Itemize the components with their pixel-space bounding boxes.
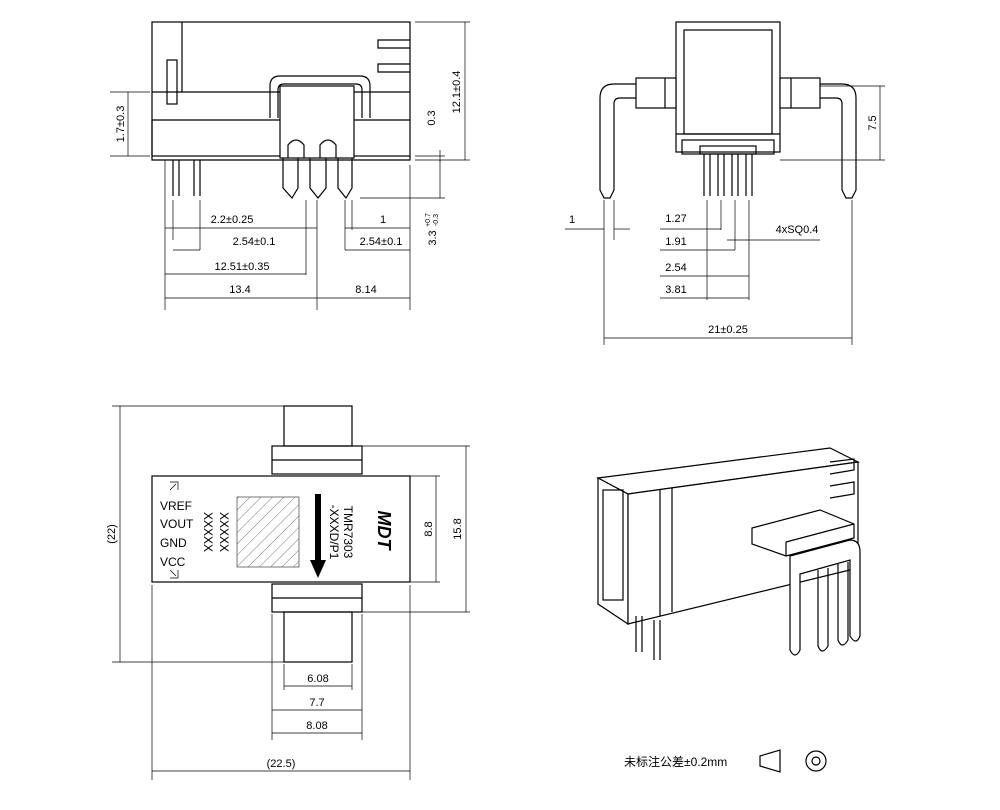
top-view: VREF VOUT GND VCC XXXXX XXXXX MDT TMR730… — [106, 405, 470, 780]
top-dim-d6: 8.08 — [306, 720, 327, 732]
projection-symbol-outer-circle — [805, 750, 827, 772]
front-dim-d7: 3.81 — [665, 284, 686, 296]
front-dim-d5: 1.91 — [665, 236, 686, 248]
side-dim-d6: 1 — [380, 214, 386, 226]
side-dim-d10: 13.4 — [229, 284, 250, 296]
top-dim-d1: (22) — [106, 524, 118, 544]
front-dim-d1: 7.5 — [867, 115, 879, 130]
side-dim-d4: 3.3 — [427, 230, 439, 245]
side-view: 1.7±0.3 12.1±0.4 0.3 3.3 +0.7 -0.3 2.2±0… — [110, 21, 470, 310]
side-dim-d9: 12.51±0.35 — [215, 261, 270, 273]
marking-code-1: XXXXX — [201, 512, 215, 552]
front-dim-d2: 1 — [569, 214, 575, 226]
marking-suffix: -XXXD/P1 — [327, 505, 341, 560]
pin-label-vref: VREF — [160, 499, 192, 513]
front-dim-d3: 1.27 — [665, 213, 686, 225]
side-dim-d2: 12.1±0.4 — [451, 71, 463, 114]
side-dim-d3: 0.3 — [426, 110, 438, 125]
pin-label-gnd: GND — [160, 536, 187, 550]
marking-model: TMR7303 — [341, 506, 355, 559]
side-dim-d4-sup: +0.7 — [425, 213, 432, 227]
front-dim-d6: 2.54 — [665, 262, 686, 274]
top-dim-d3: 15.8 — [452, 518, 464, 539]
top-dim-d4: 6.08 — [307, 673, 328, 685]
marking-code-2: XXXXX — [217, 512, 231, 552]
side-dim-d7: 2.54±0.1 — [233, 236, 276, 248]
side-dim-d8: 2.54±0.1 — [360, 236, 403, 248]
side-dim-d1: 1.7±0.3 — [115, 106, 127, 143]
pin-label-vout: VOUT — [160, 517, 194, 531]
top-dim-d7: (22.5) — [267, 758, 296, 770]
projection-symbol-cone — [759, 749, 781, 773]
top-dim-d5: 7.7 — [309, 697, 324, 709]
tolerance-note: 未标注公差±0.2mm — [624, 754, 727, 769]
pin-label-vcc: VCC — [160, 555, 186, 569]
side-dim-d11: 8.14 — [355, 284, 376, 296]
projection-symbol-inner-circle — [811, 756, 821, 766]
side-dim-d5: 2.2±0.25 — [211, 214, 254, 226]
notes-area: 未标注公差±0.2mm — [624, 749, 827, 773]
side-dim-d4-sub: -0.3 — [433, 214, 440, 226]
front-dim-d4: 4xSQ0.4 — [776, 224, 819, 236]
isometric-view — [596, 447, 861, 660]
top-dim-d2: 8.8 — [423, 521, 435, 536]
front-view: 7.5 1 1.27 4xSQ0.4 1.91 2.54 3.81 21±0.2… — [565, 21, 885, 345]
front-dim-d8: 21±0.25 — [708, 324, 748, 336]
brand-logo-text: MDT — [374, 511, 394, 552]
